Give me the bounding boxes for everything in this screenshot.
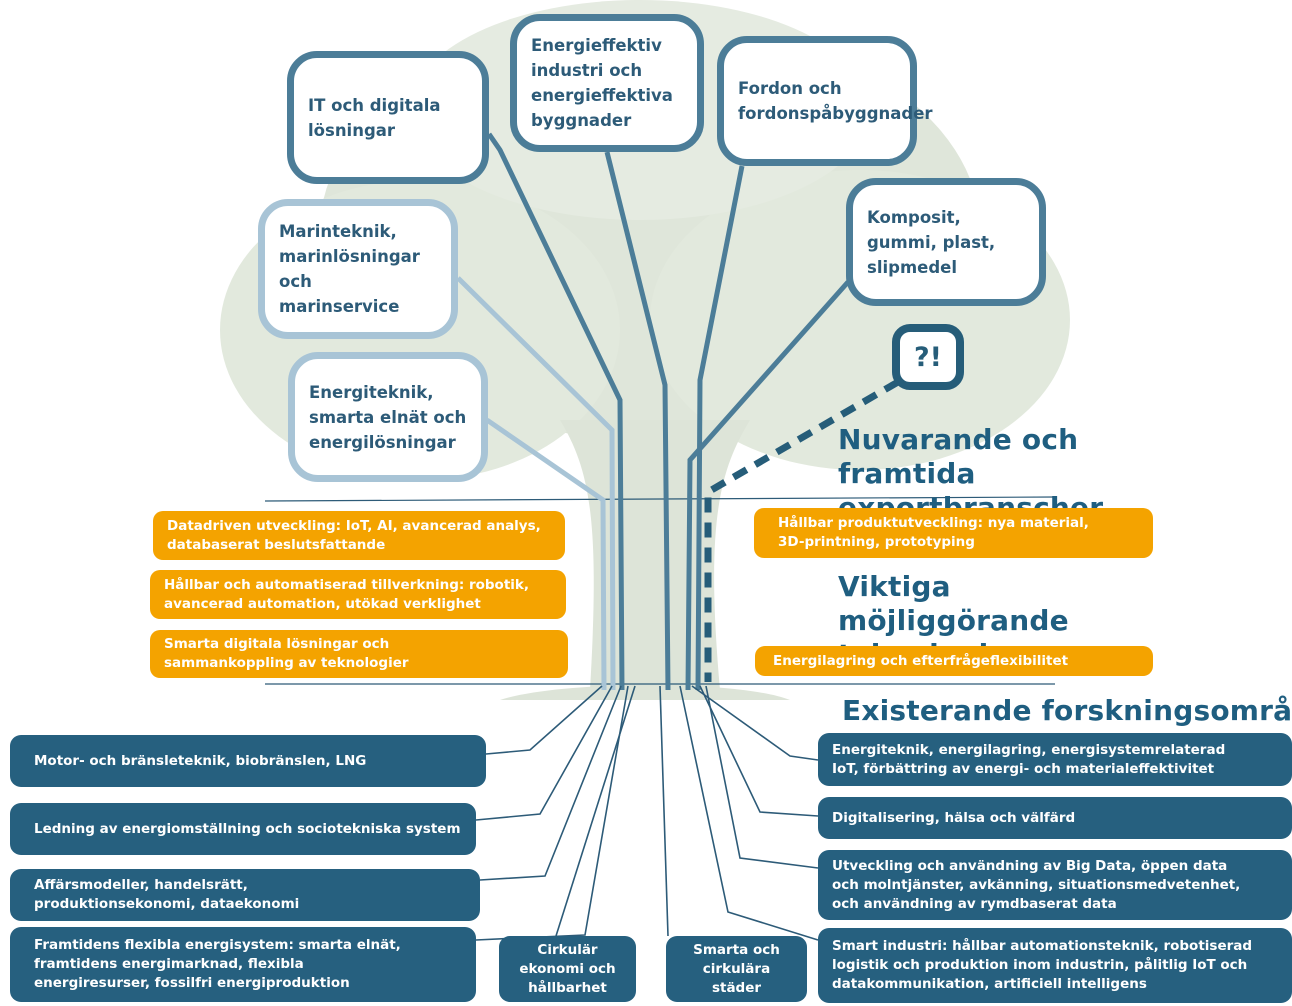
research-big-data-label: Utveckling och användning av Big Data, ö… [832, 857, 1241, 912]
research-energy-transition: Ledning av energiomställning och sociote… [10, 803, 476, 855]
research-business-models-label: Affärsmodeller, handelsrätt, produktions… [34, 877, 300, 912]
enabler-digital-solutions: Smarta digitala lösningar och sammankopp… [150, 630, 568, 678]
research-engine-fuel-label: Motor- och bränsleteknik, biobränslen, L… [34, 752, 367, 769]
research-flexible-energy: Framtidens flexibla energisystem: smarta… [10, 927, 476, 1002]
export-bubble-vehicles-label: Fordon och fordonspåbyggnader [738, 79, 933, 123]
future-industry-label: ?! [914, 341, 942, 373]
research-circular-economy-label: Cirkulär ekonomi och hållbarhet [519, 941, 616, 996]
research-smart-cities-label: Smarta och cirkulära städer [693, 941, 780, 996]
export-bubble-vehicles: Fordon och fordonspåbyggnader [717, 36, 933, 166]
export-bubble-composite-label: Komposit, gummi, plast, slipmedel [867, 207, 996, 277]
export-bubble-it: IT och digitala lösningar [287, 51, 489, 184]
export-bubble-composite: Komposit, gummi, plast, slipmedel [846, 178, 1046, 306]
export-bubble-energy-efficient-industry: Energieffektiv industri och energieffekt… [510, 14, 704, 152]
research-connector-lines [475, 685, 819, 941]
research-energy-technology-label: Energiteknik, energilagring, energisyste… [832, 741, 1226, 777]
research-flexible-energy-label: Framtidens flexibla energisystem: smarta… [34, 937, 401, 991]
export-bubble-marine-label: Marinteknik, marinlösningar och marinser… [279, 222, 420, 316]
research-digitalisation-health-label: Digitalisering, hälsa och välfärd [832, 809, 1076, 826]
export-bubble-energy-efficient-industry-label: Energieffektiv industri och energieffekt… [531, 36, 673, 130]
research-business-models: Affärsmodeller, handelsrätt, produktions… [10, 869, 480, 921]
research-circular-economy: Cirkulär ekonomi och hållbarhet [499, 936, 636, 1002]
enabler-data-driven: Datadriven utveckling: IoT, AI, avancera… [153, 511, 565, 560]
separator-lines [264, 496, 1056, 685]
export-bubble-energy-technology-label: Energiteknik, smarta elnät och energilös… [309, 382, 467, 452]
export-bubble-it-label: IT och digitala lösningar [308, 95, 441, 140]
enabler-product-development: Hållbar produktutveckling: nya material,… [754, 508, 1153, 558]
export-bubble-marine: Marinteknik, marinlösningar och marinser… [258, 199, 458, 339]
research-digitalisation-health: Digitalisering, hälsa och välfärd [818, 797, 1292, 839]
future-industry-box: ?! [892, 324, 964, 390]
enabler-data-driven-label: Datadriven utveckling: IoT, AI, avancera… [167, 517, 541, 553]
enabler-energy-storage: Energilagring och efterfrågeflexibilitet [755, 646, 1153, 676]
research-smart-industry-label: Smart industri: hållbar automationstekni… [832, 938, 1253, 992]
research-smart-cities: Smarta och cirkulära städer [666, 936, 807, 1002]
research-engine-fuel: Motor- och bränsleteknik, biobränslen, L… [10, 735, 486, 787]
export-connector-lines [456, 132, 850, 691]
enabler-energy-storage-label: Energilagring och efterfrågeflexibilitet [773, 652, 1069, 669]
enabler-manufacturing-label: Hållbar och automatiserad tillverkning: … [164, 576, 530, 612]
research-smart-industry: Smart industri: hållbar automationstekni… [818, 928, 1292, 1003]
research-big-data: Utveckling och användning av Big Data, ö… [818, 850, 1292, 920]
research-energy-technology: Energiteknik, energilagring, energisyste… [818, 733, 1292, 786]
export-bubble-energy-technology: Energiteknik, smarta elnät och energilös… [288, 352, 488, 482]
enabler-digital-solutions-label: Smarta digitala lösningar och sammankopp… [164, 636, 409, 671]
enabler-manufacturing: Hållbar och automatiserad tillverkning: … [150, 570, 566, 619]
enabler-product-development-label: Hållbar produktutveckling: nya material,… [778, 515, 1089, 550]
research-energy-transition-label: Ledning av energiomställning och sociote… [34, 820, 461, 837]
heading-research-areas: Existerande forskningsområden [842, 694, 1292, 727]
